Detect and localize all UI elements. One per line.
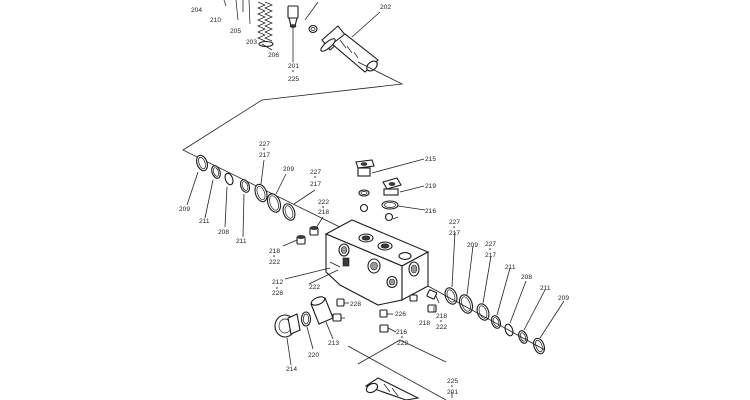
- callout-213: 213: [328, 340, 339, 347]
- callout-216-a: 216: [425, 208, 436, 215]
- callout-217-c: 217: [449, 230, 460, 237]
- callout-203: 203: [246, 39, 257, 46]
- callout-228-b: 228: [350, 301, 361, 308]
- ball-216: [384, 212, 394, 222]
- callout-217-b: 217: [310, 181, 321, 188]
- callout-222-d: 222: [397, 340, 408, 347]
- callout-218-c: 218: [419, 320, 430, 327]
- callout-210: 210: [210, 17, 221, 24]
- callout-228-a: 228: [272, 290, 283, 297]
- plug-222-bottom-b: [379, 324, 389, 333]
- plug-218-222: [296, 235, 306, 245]
- callout-labels: 204 210 205 203 206 201 225 202 227 217 …: [179, 4, 569, 396]
- callout-211-c: 211: [505, 264, 516, 271]
- oring-220: [300, 311, 312, 327]
- callout-215: 215: [425, 156, 436, 163]
- callout-218-a: 218: [318, 209, 329, 216]
- callout-219: 219: [425, 183, 436, 190]
- cap-214: [274, 313, 301, 338]
- callout-218-d: 218: [436, 313, 447, 320]
- callout-205: 205: [230, 28, 241, 35]
- callout-220: 220: [308, 352, 319, 359]
- callout-217-a: 217: [259, 152, 270, 159]
- spool-202: [320, 25, 379, 73]
- callout-227-a: 227: [259, 141, 270, 148]
- callout-227-c: 227: [449, 219, 460, 226]
- callout-206: 206: [268, 52, 279, 59]
- plug-222-bottom-a: [332, 313, 342, 322]
- plug-228-b: [409, 294, 418, 302]
- plug-228-a: [336, 298, 345, 307]
- assembly-axis-line-top: [182, 61, 404, 233]
- callout-209-b: 209: [179, 206, 190, 213]
- callout-227-b: 227: [310, 169, 321, 176]
- callout-222-e: 222: [436, 324, 447, 331]
- plug-226: [379, 309, 388, 318]
- callout-208-a: 208: [218, 229, 229, 236]
- callout-225-bottom: 225: [447, 378, 458, 385]
- callout-222-c: 222: [309, 284, 320, 291]
- callout-218-b: 218: [269, 248, 280, 255]
- callout-separator-dots: [263, 70, 491, 387]
- spool-201-bottom: [347, 339, 447, 400]
- callout-222-a: 222: [318, 199, 329, 206]
- cap-215: [382, 177, 402, 196]
- plug-218-222-bottom: [427, 304, 437, 313]
- callout-208-b: 208: [521, 274, 532, 281]
- callout-222-b: 222: [269, 259, 280, 266]
- oring-upper-a: [358, 189, 370, 197]
- callout-211-b: 211: [236, 238, 247, 245]
- callout-217-d: 217: [485, 252, 496, 259]
- callout-204: 204: [191, 7, 202, 14]
- callout-226: 226: [395, 311, 406, 318]
- plug-222-218: [309, 226, 319, 236]
- top-spool-assembly: [223, 0, 381, 73]
- spring-206: [257, 1, 274, 48]
- callout-209-c: 209: [467, 242, 478, 249]
- callout-201-bottom: 201: [447, 389, 458, 396]
- cap-215-upper: [355, 159, 375, 177]
- assembly-axis-line-right: [427, 285, 546, 351]
- leader-lines: [186, 0, 565, 398]
- callout-209-d: 209: [558, 295, 569, 302]
- callout-202: 202: [380, 4, 391, 11]
- callout-227-d: 227: [485, 241, 496, 248]
- callout-211-d: 211: [540, 285, 551, 292]
- callout-216-b: 216: [396, 329, 407, 336]
- callout-211-a: 211: [199, 218, 210, 225]
- sleeve-213: [310, 296, 334, 325]
- callout-209-a: 209: [283, 166, 294, 173]
- callout-212: 212: [272, 279, 283, 286]
- callout-214: 214: [286, 366, 297, 373]
- callout-201-top: 201: [288, 63, 299, 70]
- callout-225-top: 225: [288, 76, 299, 83]
- valve-body-212: [324, 219, 430, 306]
- poppet-201: [287, 5, 299, 28]
- left-seal-stack: [196, 154, 296, 221]
